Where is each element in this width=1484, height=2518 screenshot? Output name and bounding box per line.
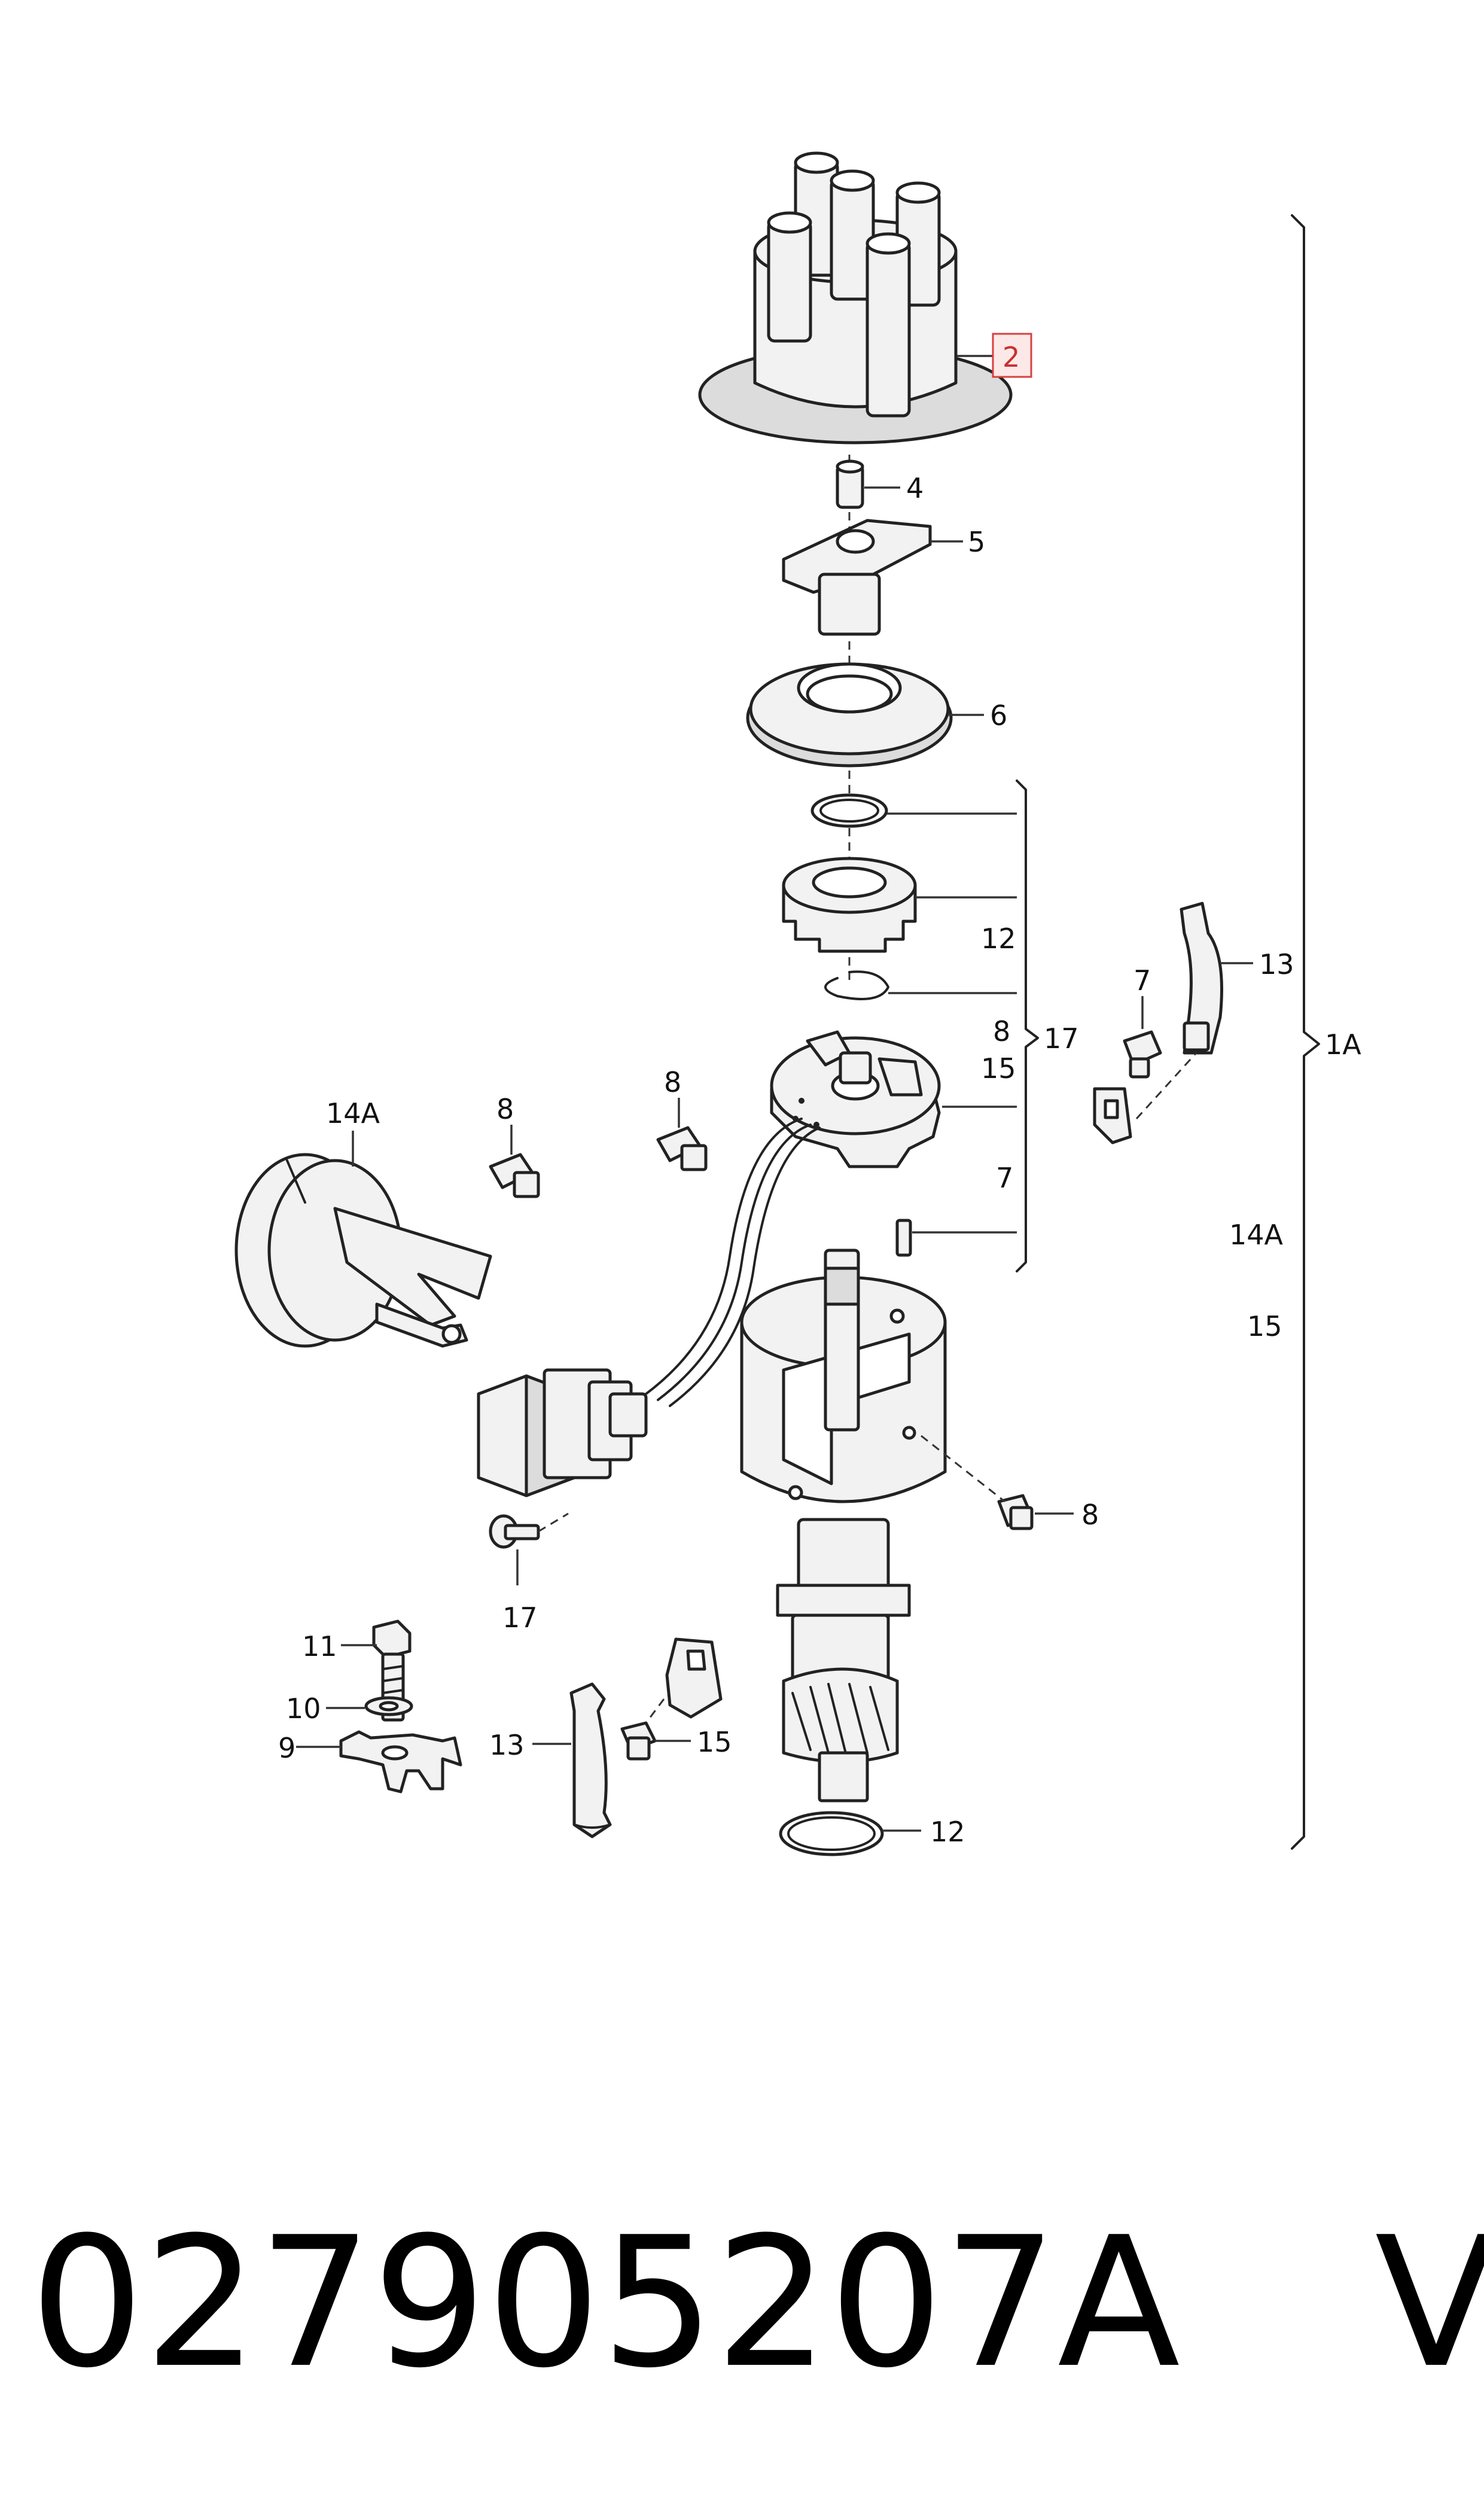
footer-part-label: 027905207A VAG bbox=[30, 2199, 1484, 2407]
callout-15-list-right: 15 bbox=[1247, 1310, 1282, 1342]
clamp-9 bbox=[339, 1730, 462, 1794]
highlight-box-2 bbox=[992, 333, 1032, 378]
callout-13-lower: 13 bbox=[489, 1729, 525, 1761]
screw-8-right bbox=[997, 1494, 1034, 1530]
callout-10: 10 bbox=[286, 1692, 321, 1725]
hall-sender-plate bbox=[770, 1030, 941, 1168]
callout-7-list: 7 bbox=[996, 1162, 1013, 1194]
carbon-brush bbox=[836, 459, 864, 509]
callout-17-list: 17 bbox=[1044, 1022, 1079, 1055]
o-ring-lower bbox=[779, 1811, 884, 1856]
distributor-body bbox=[740, 1249, 947, 1803]
callout-11: 11 bbox=[302, 1630, 337, 1663]
bracket-1A bbox=[1291, 214, 1320, 1850]
screw-8-middle bbox=[656, 1126, 708, 1171]
callout-14A-list: 14A bbox=[1229, 1219, 1284, 1251]
callout-9: 9 bbox=[278, 1732, 295, 1764]
callout-12-lower: 12 bbox=[930, 1816, 965, 1848]
callout-8-left: 8 bbox=[496, 1093, 514, 1125]
circlip bbox=[824, 970, 889, 1000]
callout-4: 4 bbox=[906, 472, 924, 504]
clip-13-right bbox=[1180, 902, 1223, 1055]
callout-8-right: 8 bbox=[1081, 1499, 1099, 1531]
callout-8-list: 8 bbox=[993, 1015, 1010, 1048]
callout-7-right: 7 bbox=[1133, 964, 1151, 997]
callout-1A: 1A bbox=[1325, 1028, 1361, 1061]
callout-8-middle: 8 bbox=[664, 1066, 681, 1098]
callout-5: 5 bbox=[968, 526, 985, 558]
pin-17 bbox=[489, 1514, 540, 1549]
dust-cover bbox=[746, 662, 953, 768]
screw-7-right bbox=[1123, 1030, 1162, 1079]
bracket-15-lower bbox=[665, 1637, 723, 1719]
exploded-diagram: 2 4 5 6 12 8 17 15 7 bbox=[234, 151, 1361, 1856]
pin-7-center bbox=[895, 1219, 912, 1257]
connector-plug bbox=[477, 1368, 648, 1497]
callout-13-right: 13 bbox=[1259, 948, 1294, 981]
wiring-harness bbox=[645, 1118, 821, 1407]
part-number: 027905207A bbox=[30, 2199, 1181, 2407]
screw-15-lower bbox=[620, 1721, 657, 1761]
rotor-arm bbox=[782, 519, 932, 636]
callout-15-lower: 15 bbox=[697, 1726, 732, 1758]
brand-name: VAG bbox=[1375, 2199, 1484, 2407]
callout-12-upper: 12 bbox=[981, 922, 1016, 955]
callout-6: 6 bbox=[990, 699, 1007, 732]
callout-15-list: 15 bbox=[981, 1052, 1016, 1085]
callout-14A-left: 14A bbox=[326, 1097, 380, 1129]
coupling-sleeve bbox=[782, 857, 917, 953]
bracket-right-small bbox=[1093, 1087, 1132, 1144]
callout-2: 2 bbox=[1002, 341, 1020, 373]
clip-13-lower bbox=[569, 1682, 612, 1838]
bracket-17 bbox=[1016, 780, 1039, 1272]
washer-10 bbox=[364, 1696, 413, 1716]
vacuum-unit bbox=[234, 1153, 492, 1348]
distributor-cap bbox=[698, 151, 1013, 444]
screw-8-left bbox=[489, 1153, 540, 1198]
callout-17-pin: 17 bbox=[502, 1601, 538, 1634]
